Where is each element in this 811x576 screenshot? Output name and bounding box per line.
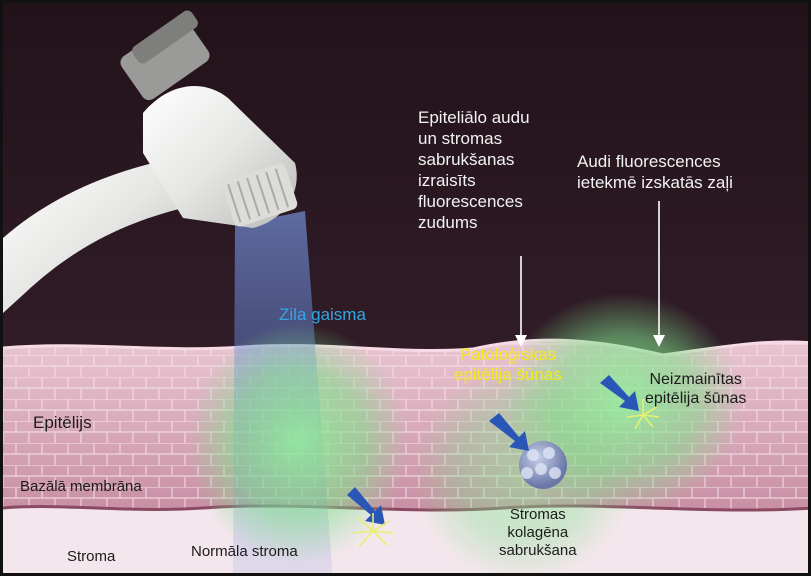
label-normal-cells-text: Neizmainītas epitēlija šūnas [645,370,746,408]
label-tissue-spots: Audi fluorescences ietekmē izskatās zaļi [577,151,733,193]
label-pathological-cells: Patoloģiskas epitēlija šūnas [454,345,562,386]
label-stroma: Stroma [67,548,115,566]
label-collagen-breakdown: Stromas kolagēna sabrukšana [499,506,577,560]
stroma-region [3,502,811,576]
green-glow-left [188,323,408,563]
label-basal-membrane: Bazālā membrāna [20,478,142,496]
label-epithelium: Epitēlijs [33,413,92,433]
label-pathological-cells-text: Patoloģiskas epitēlija šūnas [454,345,562,386]
label-tissue-spots-text: Audi fluorescences ietekmē izskatās zaļi [577,151,733,193]
label-normal-stroma: Normāla stroma [191,543,298,561]
label-collagen-breakdown-text: Stromas kolagēna sabrukšana [499,506,577,560]
label-epithelial-loss-text: Epiteliālo audu un stromas sabrukšanas i… [418,107,530,233]
label-epithelial-loss: Epiteliālo audu un stromas sabrukšanas i… [418,107,530,233]
label-normal-cells: Neizmainītas epitēlija šūnas [645,370,746,408]
label-blue-light: Zila gaisma [279,305,366,325]
